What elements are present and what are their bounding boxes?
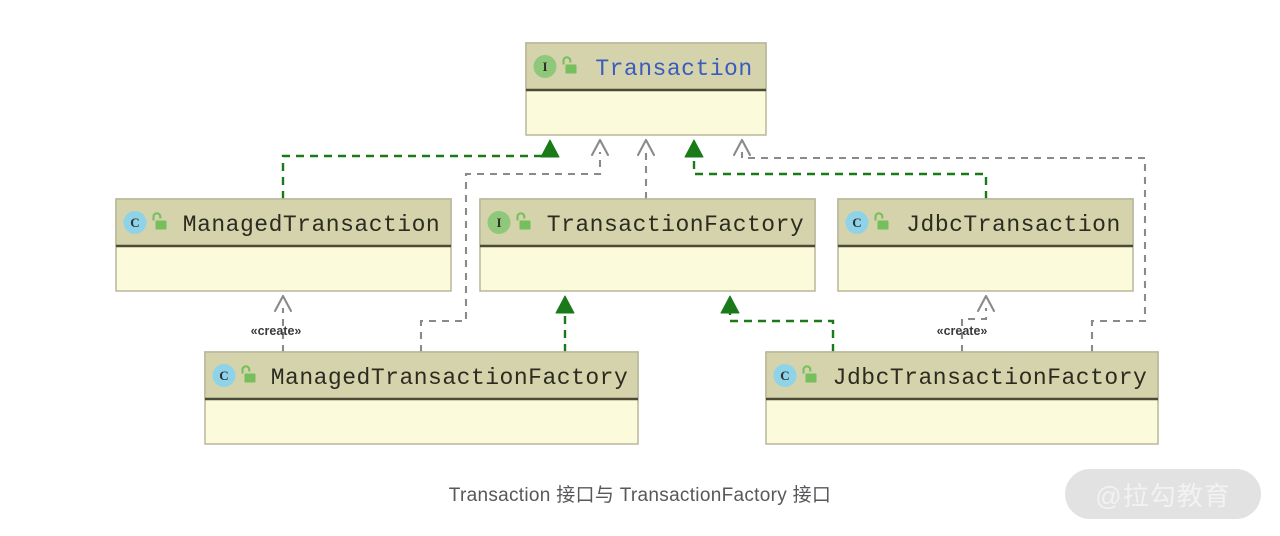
uml-node-managed-transaction-factory[interactable]: C ManagedTransactionFactory xyxy=(204,351,639,445)
realization-arrowhead xyxy=(720,295,740,314)
edge-jdbc-transaction-factory-depends-transaction xyxy=(732,138,1147,352)
edge-managed-transaction-realizes-transaction xyxy=(281,139,560,199)
open-padlock-icon xyxy=(241,365,256,383)
dependency-arrowhead xyxy=(976,294,996,313)
badge-letter: C xyxy=(130,215,139,230)
edge-line xyxy=(960,308,988,352)
badge-letter: I xyxy=(496,215,501,230)
open-padlock-icon xyxy=(516,212,531,230)
edge-jdbc-transaction-factory-creates-jdbc-transaction xyxy=(960,294,996,352)
padlock-body xyxy=(519,220,531,230)
badge-letter: C xyxy=(852,215,861,230)
edge-line xyxy=(692,153,988,199)
node-header xyxy=(765,351,1159,400)
edge-transaction-factory-depends-transaction xyxy=(636,138,656,199)
badge-letter: C xyxy=(780,368,789,383)
padlock-body xyxy=(244,373,256,383)
uml-node-jdbc-transaction[interactable]: C JdbcTransaction xyxy=(837,198,1134,292)
edge-managed-transaction-factory-realizes-transaction-factory xyxy=(555,295,575,352)
edge-jdbc-transaction-realizes-transaction xyxy=(684,139,988,199)
node-header xyxy=(204,351,639,400)
open-padlock-icon xyxy=(562,56,577,74)
open-padlock-icon xyxy=(874,212,889,230)
node-title: ManagedTransaction xyxy=(183,212,440,238)
padlock-body xyxy=(805,373,817,383)
padlock-body xyxy=(877,220,889,230)
node-header xyxy=(115,198,452,247)
dependency-arrowhead xyxy=(273,294,293,313)
class-badge-icon xyxy=(845,211,869,234)
edge-managed-transaction-factory-depends-transaction xyxy=(419,138,610,352)
edge-jdbc-transaction-factory-realizes-transaction-factory xyxy=(720,295,835,352)
edge-line xyxy=(419,152,602,352)
padlock-body xyxy=(565,64,577,74)
badge-letter: I xyxy=(542,59,547,74)
dependency-arrowhead xyxy=(732,138,752,157)
uml-node-jdbc-transaction-factory[interactable]: C JdbcTransactionFactory xyxy=(765,351,1159,445)
uml-node-managed-transaction[interactable]: C ManagedTransaction xyxy=(115,198,452,292)
class-badge-icon xyxy=(212,364,236,387)
edge-layer xyxy=(273,138,1147,352)
edge-line xyxy=(740,152,1147,352)
padlock-shackle xyxy=(152,212,162,221)
realization-arrowhead xyxy=(555,295,575,314)
realization-arrowhead xyxy=(684,139,704,158)
node-title: ManagedTransactionFactory xyxy=(271,365,629,391)
dependency-arrowhead xyxy=(636,138,656,157)
dependency-arrowhead xyxy=(590,138,610,157)
watermark-badge: @拉勾教育 xyxy=(1065,469,1261,519)
watermark-text: @拉勾教育 xyxy=(1095,480,1231,511)
padlock-shackle xyxy=(802,365,812,374)
badge-letter: C xyxy=(219,368,228,383)
node-title: JdbcTransactionFactory xyxy=(833,365,1148,391)
diagram-caption: Transaction 接口与 TransactionFactory 接口 xyxy=(448,485,832,506)
edge-line xyxy=(281,153,552,199)
padlock-shackle xyxy=(241,365,251,374)
interface-badge-icon xyxy=(533,55,557,78)
open-padlock-icon xyxy=(802,365,817,383)
edge-label-create: «create» xyxy=(937,324,988,338)
node-title: TransactionFactory xyxy=(547,212,804,238)
edge-managed-transaction-factory-creates-managed-transaction xyxy=(273,294,293,352)
interface-badge-icon xyxy=(487,211,511,234)
class-badge-icon xyxy=(123,211,147,234)
node-header xyxy=(479,198,816,247)
padlock-shackle xyxy=(874,212,884,221)
padlock-shackle xyxy=(562,56,572,65)
padlock-body xyxy=(155,220,167,230)
uml-node-transaction[interactable]: I Transaction xyxy=(525,42,767,136)
realization-arrowhead xyxy=(540,139,560,158)
node-title: Transaction xyxy=(595,56,752,82)
class-badge-icon xyxy=(773,364,797,387)
edge-line xyxy=(728,309,835,352)
padlock-shackle xyxy=(516,212,526,221)
edge-label-create: «create» xyxy=(251,324,302,338)
edge-label-layer: «create» «create» xyxy=(251,324,988,338)
uml-node-transaction-factory[interactable]: I TransactionFactory xyxy=(479,198,816,292)
node-title: JdbcTransaction xyxy=(906,212,1121,238)
open-padlock-icon xyxy=(152,212,167,230)
